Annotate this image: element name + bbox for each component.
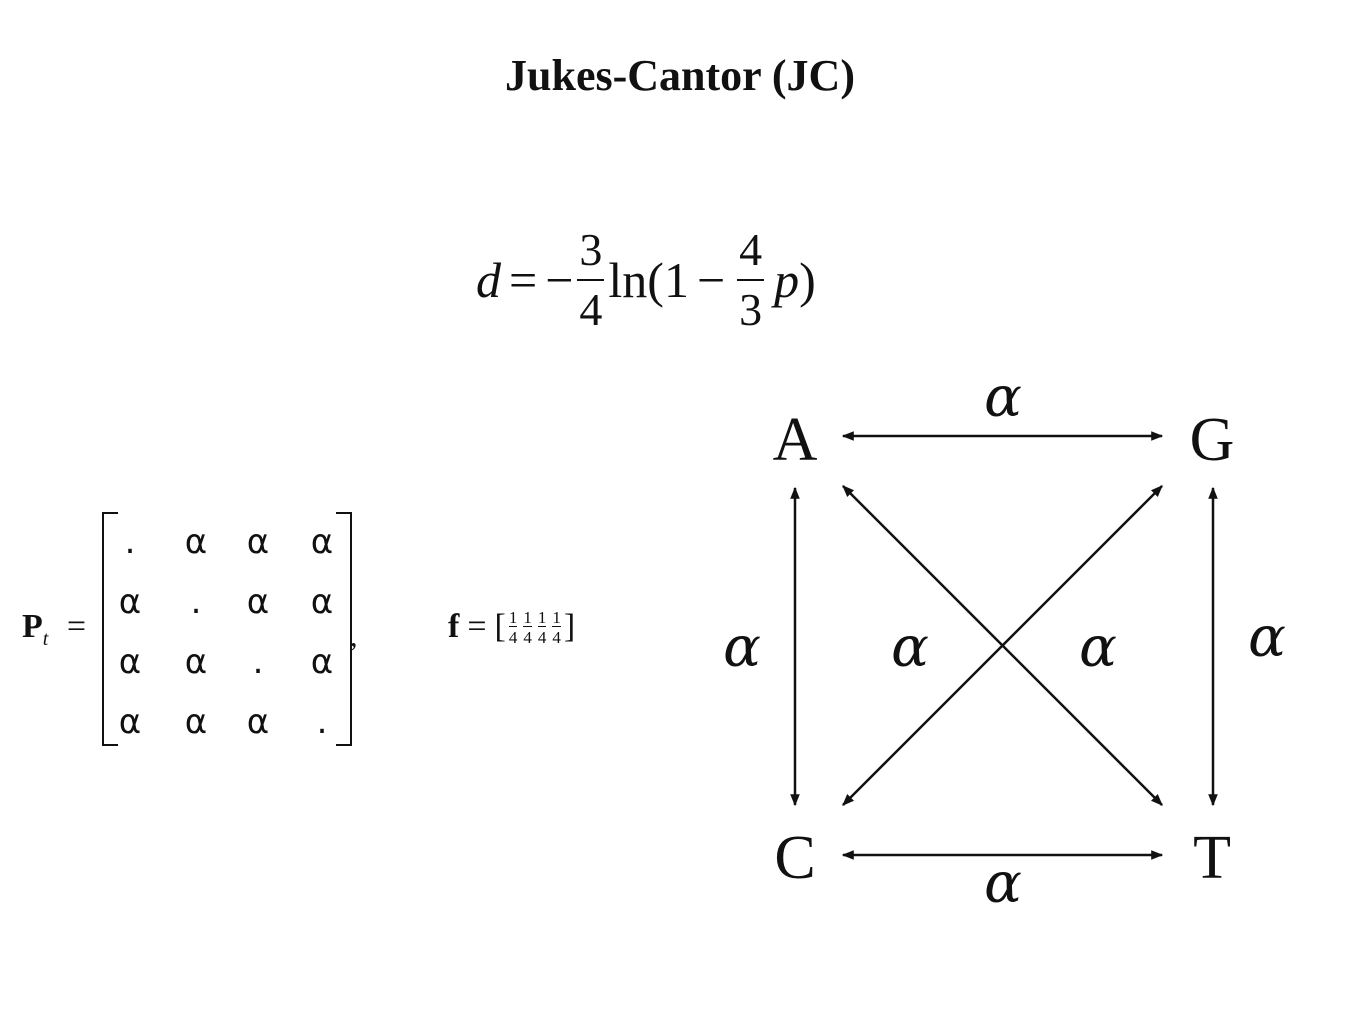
frequency-num: 1 (537, 607, 547, 627)
frequency-num: 1 (508, 607, 518, 627)
matrix-comma: , (350, 620, 358, 653)
matrix-cell: α (246, 702, 270, 742)
edge-g-c (842, 485, 1163, 806)
matrix-label: Pt = (22, 608, 86, 651)
matrix-cell: . (252, 642, 264, 682)
matrix-cell: α (118, 582, 142, 622)
frequency-den: 4 (552, 625, 561, 647)
frequency-num: 1 (552, 607, 561, 627)
matrix-cell: . (124, 522, 136, 562)
page-title: Jukes-Cantor (JC) (505, 51, 855, 100)
matrix-cell: α (184, 702, 208, 742)
node-a: A (773, 406, 818, 474)
matrix-label-subscript: t (42, 627, 49, 650)
matrix-equals: = (66, 608, 87, 645)
edge-label-a-c: α (723, 615, 761, 680)
formula-var-p: p (774, 252, 800, 308)
frequency-close-bracket: ] (563, 608, 576, 645)
frequency-den: 4 (523, 625, 532, 647)
frequency-label: f (448, 608, 460, 645)
frequency-equals: = (467, 608, 487, 645)
matrix-cell: α (310, 642, 334, 682)
jc-distance-formula: d = − 3 4 ln(1 − 4 3 p ) (476, 215, 816, 345)
node-c: C (774, 824, 815, 892)
matrix-cell: α (246, 582, 270, 622)
fraction-numerator: 3 (579, 224, 603, 275)
matrix-cell: α (184, 642, 208, 682)
fraction-denominator: 3 (737, 279, 765, 333)
frequency-num: 1 (523, 607, 532, 627)
matrix-cell: α (310, 522, 334, 562)
fraction-numerator: 4 (739, 224, 763, 275)
edge-label-a-g: α (984, 365, 1022, 430)
formula-minus: − (545, 252, 574, 308)
matrix-cell: α (118, 642, 142, 682)
matrix-label-p: P (22, 608, 43, 645)
formula-lhs: d (476, 252, 501, 308)
frequency-den: 4 (508, 625, 518, 647)
fraction-denominator: 4 (577, 279, 605, 333)
frequency-open-bracket: [ (494, 608, 506, 645)
matrix-cell: α (310, 582, 334, 622)
matrix-cell: α (246, 522, 270, 562)
edge-label-g-c: α (891, 615, 929, 680)
node-t: T (1193, 824, 1231, 892)
formula-close-paren: ) (799, 252, 816, 308)
edge-label-c-t: α (984, 851, 1022, 916)
matrix-left-bracket (102, 512, 118, 746)
matrix-cell: α (118, 702, 142, 742)
formula-ln: ln(1 (608, 252, 689, 308)
frequency-den: 4 (537, 625, 547, 647)
matrix-cell: . (190, 582, 202, 622)
matrix-cell: . (316, 702, 328, 742)
fraction-four-thirds: 4 3 (737, 224, 765, 333)
formula-minus-inner: − (696, 252, 726, 308)
matrix-cell: α (184, 522, 208, 562)
fraction-three-quarters: 3 4 (577, 224, 605, 333)
matrix-right-bracket (336, 512, 352, 746)
edge-label-a-t: α (1079, 615, 1117, 680)
formula-equals: = (509, 252, 538, 308)
edge-label-g-t: α (1248, 605, 1286, 670)
node-g: G (1190, 406, 1235, 474)
